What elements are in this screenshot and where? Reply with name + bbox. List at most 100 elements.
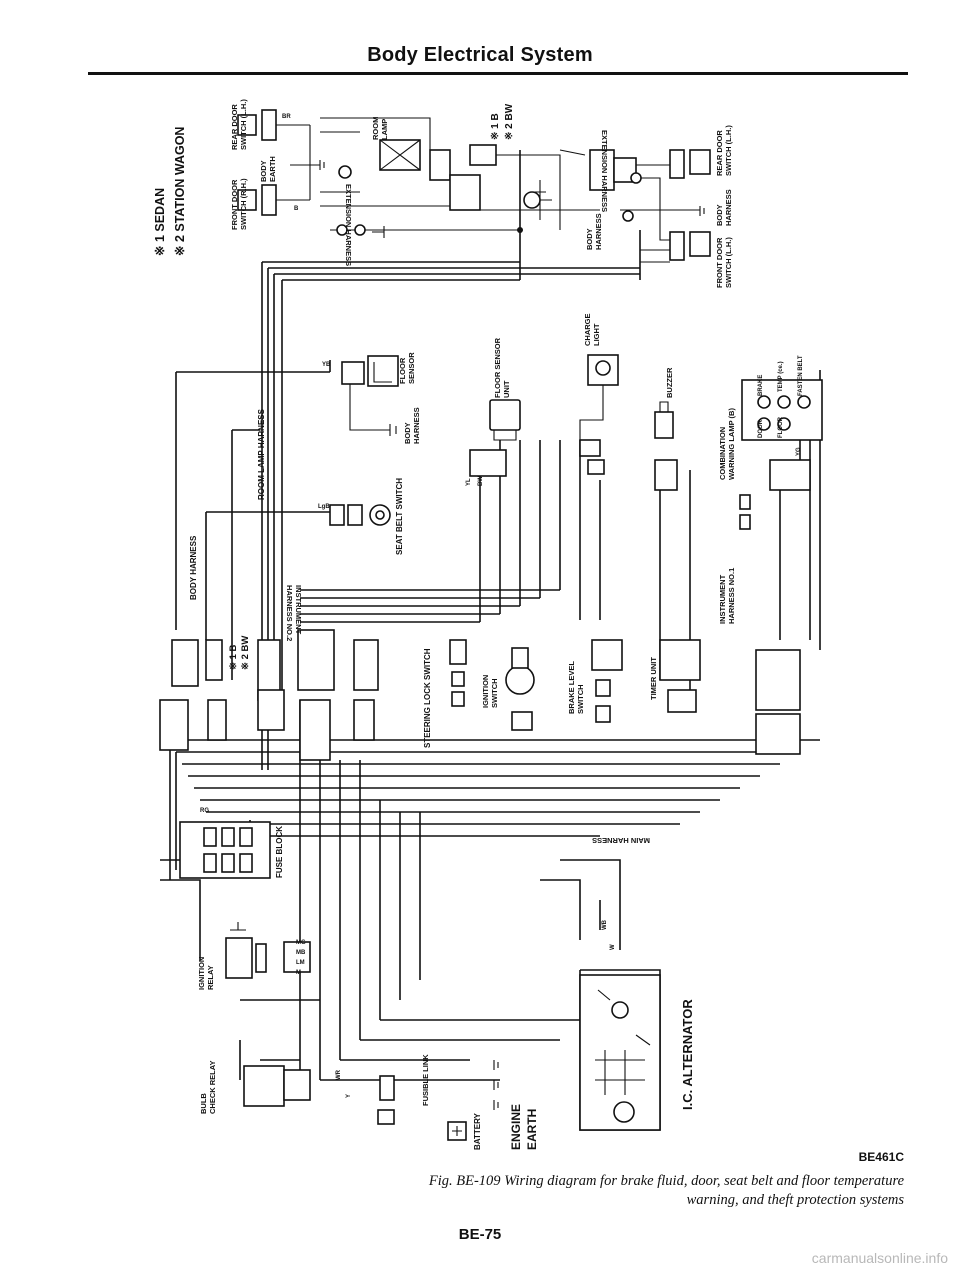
label-floor-sensor-unit-2: UNIT	[502, 380, 511, 398]
wire-code: W	[610, 944, 616, 950]
wire-code: BW	[478, 476, 484, 486]
connector-row	[159, 629, 801, 761]
label-body-harness-mid-1: BODY	[403, 422, 412, 444]
label-fusible-link: FUSIBLE LINK	[421, 1054, 430, 1106]
label-engine-earth-2: EARTH	[525, 1109, 539, 1150]
label-brake-lamp: BRAKE	[758, 375, 764, 396]
label-front-door-switch-lh-1: FRONT DOOR	[715, 237, 724, 288]
caption-line2: warning, and theft protection systems	[686, 1192, 904, 1208]
relays	[225, 922, 499, 1141]
harness-wires	[160, 150, 821, 1131]
wire-code: WB	[602, 919, 608, 930]
page-number: BE-75	[458, 1226, 502, 1243]
wire-code: YB	[322, 362, 331, 368]
label-brake-level-switch-1: BRAKE LEVEL	[567, 661, 576, 714]
label-floor-sensor-2: SENSOR	[407, 352, 416, 384]
label-ic-alternator: I.C. ALTERNATOR	[680, 999, 695, 1110]
label-body-harness-right-2: HARNESS	[724, 189, 733, 226]
label-combination-warning-lamp-2: WARNING LAMP (B)	[727, 408, 736, 480]
label-variant-mid-2: ※ 2 BW	[240, 636, 251, 670]
label-main-harness: MAIN HARNESS	[592, 836, 650, 845]
label-floor-sensor-1: FLOOR	[398, 357, 407, 384]
caption-prefix: Fig. BE-109	[428, 1173, 501, 1189]
watermark: carmanualsonline.info	[811, 1250, 948, 1266]
door-switch-cluster-top	[237, 109, 600, 238]
label-temp-lamp: TEMP (ce.)	[778, 361, 784, 392]
label-body-harness-top-2: HARNESS	[594, 213, 603, 250]
label-seat-belt-switch: SEAT BELT SWITCH	[395, 478, 404, 555]
label-ignition-relay-1: IGNITION	[197, 957, 206, 990]
label-body-harness-top-1: BODY	[585, 228, 594, 250]
diagram-labels: ※ 1 SEDAN ※ 2 STATION WAGON FRONT DOOR S…	[153, 99, 804, 1150]
wire-code: M	[296, 970, 301, 976]
wire-code: YG	[796, 447, 802, 456]
label-timer-unit: TIMER UNIT	[649, 657, 658, 700]
label-body-harness-mid-2: HARNESS	[412, 407, 421, 444]
label-variant-mid-1: ※ 1 B	[228, 644, 239, 670]
wire-code: LM	[296, 960, 305, 966]
label-rear-door-switch-lh-right-2: SWITCH (L.H.)	[724, 125, 733, 176]
label-instrument-harness-no2-2: HARNESS NO.2	[285, 585, 294, 641]
page-title: Body Electrical System	[367, 44, 593, 66]
label-charge-light-1: CHARGE	[583, 313, 592, 346]
label-variant-top-1: ※ 1 B	[490, 113, 501, 140]
wire-code: Y	[346, 1094, 352, 1098]
label-ignition-relay-2: RELAY	[206, 965, 215, 990]
header-rule	[88, 72, 908, 75]
wire-code: WR	[336, 1069, 342, 1080]
label-body-earth-1: BODY	[259, 160, 268, 182]
label-instrument-harness-no1-1: INSTRUMENT	[718, 574, 727, 624]
caption-line1: Wiring diagram for brake fluid, door, se…	[504, 1173, 904, 1189]
label-bulb-check-relay-1: BULB	[199, 1093, 208, 1114]
label-bulb-check-relay-2: CHECK RELAY	[208, 1061, 217, 1114]
label-charge-light-2: LIGHT	[592, 323, 601, 346]
legend-sedan: ※ 1 SEDAN	[153, 188, 167, 256]
wire-code: MB	[296, 950, 306, 956]
legend-station-wagon: ※ 2 STATION WAGON	[173, 127, 187, 256]
label-room-lamp-harness: ROOM LAMP HARNESS	[257, 408, 266, 500]
label-room-lamp-2: LAMP	[380, 119, 389, 140]
label-rear-door-switch-lh-1: REAR DOOR	[230, 104, 239, 150]
label-variant-top-2: ※ 2 BW	[504, 103, 515, 140]
label-body-harness-left: BODY HARNESS	[189, 535, 198, 600]
label-instrument-harness-no1-2: HARNESS NO.1	[727, 568, 736, 624]
label-front-door-switch-rh-2: SWITCH (R.H.)	[239, 178, 248, 230]
label-rear-door-switch-lh-2: SWITCH (L.H.)	[239, 99, 248, 150]
ic-alternator	[579, 974, 661, 1131]
label-steering-lock-switch: STEERING LOCK SWITCH	[423, 648, 432, 748]
page-header: Body Electrical System	[0, 0, 960, 80]
label-battery: BATTERY	[473, 1112, 482, 1150]
label-front-door-switch-rh-1: FRONT DOOR	[230, 179, 239, 230]
label-combination-warning-lamp-1: COMBINATION	[718, 427, 727, 480]
label-room-lamp-1: ROOM	[371, 117, 380, 140]
wire-code: RG	[200, 808, 209, 814]
label-fuse-block: FUSE BLOCK	[275, 826, 284, 878]
label-body-harness-right-1: BODY	[715, 204, 724, 226]
label-front-door-switch-lh-2: SWITCH (L.H.)	[724, 237, 733, 288]
wire-code: LgB	[318, 504, 330, 510]
label-ignition-switch-1: IGNITION	[481, 675, 490, 708]
label-floor-lamp: FLOOR	[778, 416, 784, 438]
figure-caption: Fig. BE-109 Wiring diagram for brake flu…	[344, 1172, 904, 1210]
door-switch-cluster-right	[523, 149, 711, 263]
label-instrument-harness-no2-1: INSTRUMENT	[294, 585, 303, 635]
wire-code: MG	[296, 940, 306, 946]
figure-code: BE461C	[858, 1150, 904, 1164]
label-fasten-belt-lamp: FASTEN BELT	[798, 355, 804, 396]
label-body-earth-2: EARTH	[268, 156, 277, 182]
fuse-block	[179, 821, 271, 879]
wire-code: BR	[282, 114, 291, 120]
wire-code: B	[294, 206, 299, 212]
label-buzzer: BUZZER	[665, 367, 674, 398]
label-ignition-switch-2: SWITCH	[490, 678, 499, 708]
label-door-lamp: DOOR	[758, 419, 764, 438]
label-extension-harness-top: EXTENSION HARNESS	[344, 184, 353, 266]
label-extension-harness-right: EXTENSION HARNESS	[600, 130, 609, 212]
label-floor-sensor-unit-1: FLOOR SENSOR	[493, 337, 502, 398]
label-brake-level-switch-2: SWITCH	[576, 684, 585, 714]
label-engine-earth-1: ENGINE	[509, 1104, 523, 1150]
label-rear-door-switch-lh-right-1: REAR DOOR	[715, 130, 724, 176]
sensor-area	[329, 354, 823, 530]
wire-code: YL	[466, 478, 472, 486]
